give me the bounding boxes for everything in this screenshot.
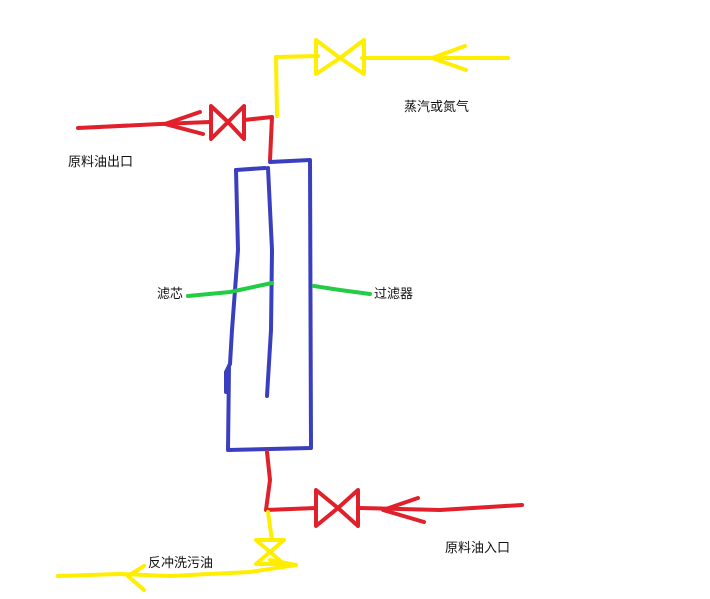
filter-core-label: 滤芯 [157, 287, 184, 302]
backwash-line [56, 510, 298, 592]
filter-label: 过滤器 [374, 287, 414, 302]
steam-valve [314, 38, 366, 76]
filter-housing [224, 158, 313, 452]
backwash-valve [254, 538, 286, 566]
label-pointers [186, 281, 372, 298]
oil-inlet-valve [314, 488, 360, 528]
raw-oil-outlet-label: 原料油出口 [68, 155, 134, 170]
raw-oil-inlet-label: 原料油入口 [445, 541, 511, 556]
oil-outlet-line [76, 110, 274, 162]
oil-outlet-valve [209, 104, 246, 141]
steam-nitrogen-label: 蒸汽或氮气 [404, 100, 470, 115]
oil-inlet-line [264, 450, 524, 524]
steam-inlet-line [274, 44, 510, 118]
backwash-sewage-label: 反冲洗污油 [148, 556, 214, 571]
